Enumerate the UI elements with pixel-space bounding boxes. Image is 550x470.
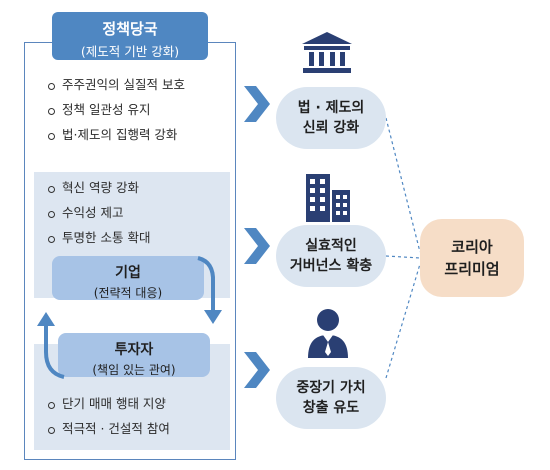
outcome-line2: 창출 유도 [302,400,360,416]
dashed-connector-3 [385,263,421,379]
outcome-governance-pill: 실효적인 거버넌스 확충 [276,225,386,287]
company-item: 혁신 역량 강화 [48,180,150,205]
company-item-list: 혁신 역량 강화 수익성 제고 투명한 소통 확대 [48,180,150,255]
investor-item: 적극적 · 건설적 참여 [48,421,170,446]
investor-item: 단기 매매 행태 지양 [48,396,170,421]
company-subtitle: (전략적 대응) [93,286,163,300]
dashed-connector-1 [385,117,421,253]
bank-building-icon [302,32,352,73]
policy-item-list: 주주권익의 실질적 보호 정책 일관성 유지 법·제도의 집행력 강화 [48,77,185,152]
investor-subtitle: (책임 있는 관여) [92,363,176,377]
dashed-connector-2 [385,255,421,259]
person-icon [308,309,348,358]
outcome-line1: 중장기 가치 [296,380,366,396]
flow-arrow-3-icon [244,352,270,388]
outcome-line2: 신뢰 강화 [302,120,360,136]
cycle-arrow-down-icon [197,256,216,312]
result-line2: 프리미엄 [444,260,500,278]
outcome-line1: 실효적인 [305,238,357,254]
outcome-line2: 거버넌스 확충 [289,258,373,274]
company-item: 투명한 소통 확대 [48,230,150,255]
outcome-trust-pill: 법 · 제도의 신뢰 강화 [276,87,386,149]
investor-item-list: 단기 매매 행태 지양 적극적 · 건설적 참여 [48,396,170,446]
cycle-arrow-up-icon [44,324,65,379]
policy-item: 법·제도의 집행력 강화 [48,127,185,152]
company-title: 기업 [115,265,141,281]
cycle-arrow-down-head-icon [204,310,222,324]
outcome-line1: 법 · 제도의 [297,100,365,116]
flow-arrow-1-icon [244,86,270,122]
policy-title: 정책당국 [102,20,158,38]
korea-premium-box: 코리아 프리미엄 [420,219,524,297]
policy-item: 정책 일관성 유지 [48,102,185,127]
investor-box: 투자자 (책임 있는 관여) [58,333,210,377]
outcome-value-pill: 중장기 가치 창출 유도 [276,367,386,429]
policy-title-box: 정책당국 (제도적 기반 강화) [52,12,208,60]
result-line1: 코리아 [451,238,493,256]
company-box: 기업 (전략적 대응) [52,256,204,300]
office-building-icon [306,174,350,222]
investor-title: 투자자 [114,342,154,358]
flow-arrow-2-icon [244,228,270,264]
company-item: 수익성 제고 [48,205,150,230]
policy-subtitle: (제도적 기반 강화) [80,44,180,59]
policy-item: 주주권익의 실질적 보호 [48,77,185,102]
cycle-arrow-up-head-icon [37,312,55,326]
